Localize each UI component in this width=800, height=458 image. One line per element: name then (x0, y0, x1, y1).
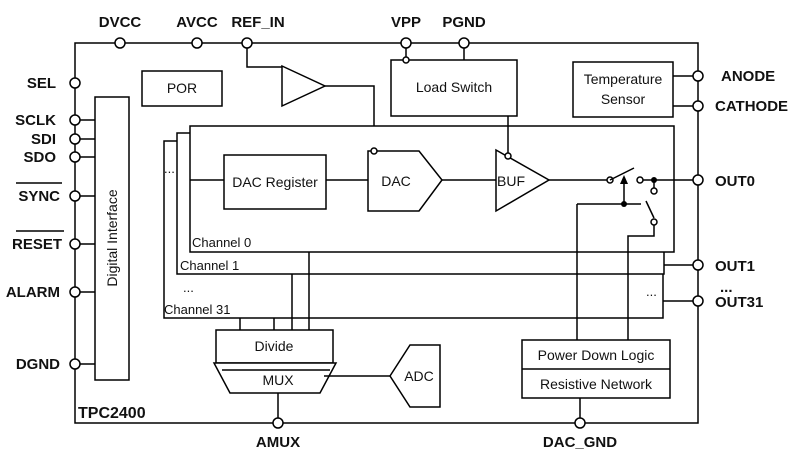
pin-out1-terminal (692, 259, 704, 271)
pin-dac-gnd-label: DAC_GND (543, 434, 617, 451)
divide-block (215, 329, 334, 364)
pin-ref-in-label: REF_IN (231, 14, 284, 31)
switch-control-arrowhead (620, 175, 628, 184)
adc-label: ADC (404, 368, 434, 384)
pin-vpp-label: VPP (391, 14, 421, 31)
channel-31-label: Channel 31 (164, 302, 231, 317)
divide-label: Divide (255, 338, 294, 354)
pin-amux-terminal (272, 417, 284, 429)
pin-pgnd-label: PGND (442, 14, 486, 31)
pin-out31-label: OUT31 (715, 294, 763, 311)
pin-alarm-terminal (69, 286, 81, 298)
channel-0-label: Channel 0 (192, 235, 251, 250)
pin-sclk-terminal (69, 114, 81, 126)
pin-anode-terminal (692, 70, 704, 82)
chip-outline (74, 42, 699, 424)
pin-ref-in-terminal (241, 37, 253, 49)
pin-anode-label: ANODE (721, 68, 775, 85)
buf-supply-node (504, 152, 512, 160)
adc-block (389, 344, 441, 408)
dac-ref-node (370, 147, 378, 155)
pin-dac-gnd-terminal (574, 417, 586, 429)
pin-sclk-label: SCLK (15, 112, 56, 129)
load-switch-block (390, 59, 518, 117)
por-label: POR (167, 80, 197, 96)
pin-sdo-label: SDO (23, 149, 56, 166)
top-pins: DVCC AVCC REF_IN VPP PGND (99, 14, 486, 49)
pin-out31-terminal (692, 295, 704, 307)
pin-sdo-terminal (69, 151, 81, 163)
shunt-switch-blade (645, 200, 655, 219)
pin-dgnd-label: DGND (16, 356, 60, 373)
pin-pgnd-terminal (458, 37, 470, 49)
temperature-sensor-label-1: Temperature (584, 71, 663, 87)
channel-ellipsis: ... (183, 280, 194, 295)
left-pins: SEL SCLK SDI SDO SYNC RESET ALARM DGND (6, 75, 81, 373)
resistive-network-label: Resistive Network (540, 376, 653, 392)
temperature-sensor-block (572, 61, 674, 118)
right-ellipsis: ... (720, 279, 733, 296)
pin-cathode-label: CATHODE (715, 98, 788, 115)
dac-register-block (223, 154, 327, 210)
pin-alarm-label: ALARM (6, 284, 60, 301)
pin-avcc-label: AVCC (176, 14, 218, 31)
pin-sel-terminal (69, 77, 81, 89)
right-pins: ANODE CATHODE OUT0 OUT1 OUT31 ... (692, 68, 788, 311)
dac-register-label: DAC Register (232, 174, 318, 190)
shunt-switch-node-bottom (650, 218, 658, 226)
buf-triangle (495, 148, 551, 213)
mux-label: MUX (262, 372, 294, 388)
load-switch-label: Load Switch (416, 79, 492, 95)
ref-in-wire (246, 48, 282, 68)
ref-buffer-triangle (281, 64, 327, 108)
pin-out1-label: OUT1 (715, 258, 755, 275)
pin-sync-label: SYNC (18, 188, 60, 205)
digital-interface-label: Digital Interface (104, 189, 120, 286)
pin-cathode-terminal (692, 100, 704, 112)
digital-interface-block (94, 96, 130, 381)
pin-vpp-terminal (400, 37, 412, 49)
dac-label: DAC (381, 173, 411, 189)
dac-block (367, 150, 443, 212)
por-block (141, 70, 223, 107)
pin-sync-terminal (69, 190, 81, 202)
left-pin-wires (80, 119, 95, 365)
pin-out0-label: OUT0 (715, 173, 755, 190)
bottom-pins: AMUX DAC_GND (256, 417, 617, 451)
pin-dvcc-label: DVCC (99, 14, 142, 31)
pin-sdi-terminal (69, 133, 81, 145)
pin-out0-terminal (692, 174, 704, 186)
pin-reset-terminal (69, 238, 81, 250)
pin-dgnd-terminal (69, 358, 81, 370)
channel-1-label: Channel 1 (180, 258, 239, 273)
power-down-logic-label: Power Down Logic (538, 347, 655, 363)
pin-amux-label: AMUX (256, 434, 300, 451)
load-switch-node (402, 56, 410, 64)
pin-reset-label: RESET (12, 236, 62, 253)
out-ellipsis: ... (646, 284, 657, 299)
shunt-switch-node (650, 187, 658, 195)
output-switch-blade (609, 167, 635, 181)
switch-node-b (636, 176, 644, 184)
resistive-network-wire (627, 225, 655, 340)
pin-avcc-terminal (191, 37, 203, 49)
temperature-sensor-label-2: Sensor (601, 91, 646, 107)
channel-ellipsis-left: ... (164, 161, 175, 176)
pin-dvcc-terminal (114, 37, 126, 49)
buf-label: BUF (497, 173, 525, 189)
pin-sel-label: SEL (27, 75, 56, 92)
chip-name: TPC2400 (78, 405, 146, 422)
pin-sdi-label: SDI (31, 131, 56, 148)
